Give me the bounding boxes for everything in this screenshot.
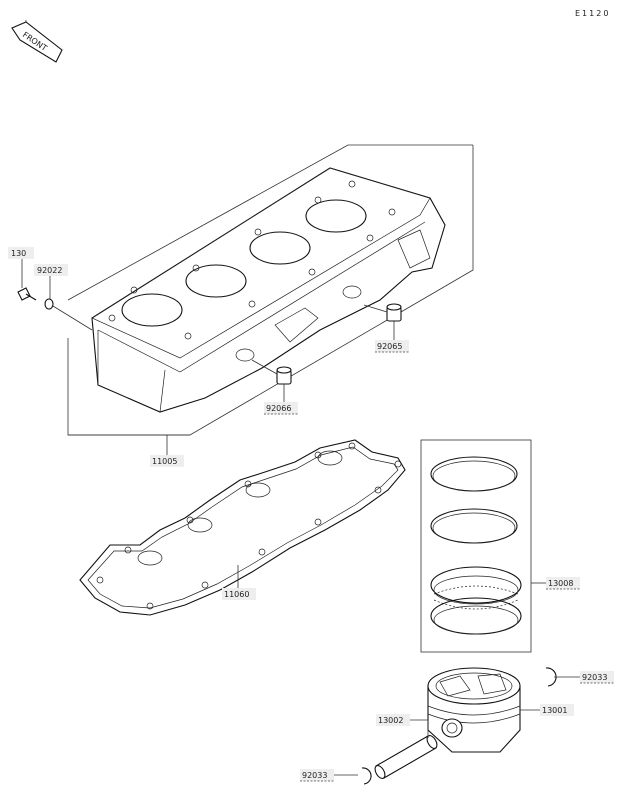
callout-plug-left: 92066 <box>266 404 291 413</box>
piston-ring-top <box>430 456 518 492</box>
callout-washer: 92022 <box>37 266 62 275</box>
snap-ring-left <box>361 767 372 785</box>
cylinder-bore-2 <box>185 264 247 298</box>
bolt <box>17 287 37 301</box>
callout-gasket: 11060 <box>224 590 249 599</box>
piston-ring-second <box>430 508 518 544</box>
front-arrow-icon: FRONT <box>11 20 63 63</box>
cylinder-bore-4 <box>305 199 367 233</box>
ring-set-frame <box>420 439 532 653</box>
callout-cylinder: 11005 <box>152 457 177 466</box>
callout-pin: 13002 <box>378 716 403 725</box>
callout-snap-ring-right: 92033 <box>582 673 607 682</box>
washer <box>44 298 54 310</box>
piston <box>427 667 521 753</box>
snap-ring-right <box>545 667 557 687</box>
cylinder-bore-1 <box>121 293 183 327</box>
cylinder-bore-3 <box>249 231 311 265</box>
callout-plug-right: 92065 <box>377 342 402 351</box>
cylinder-block <box>67 144 474 436</box>
plug-left <box>276 366 292 385</box>
piston-pin <box>374 735 438 779</box>
callout-piston: 13001 <box>542 706 567 715</box>
plug-right <box>386 303 402 322</box>
callout-snap-ring-left: 92033 <box>302 771 327 780</box>
cylinder-gasket <box>79 439 406 616</box>
diagram-code: E1120 <box>575 9 610 18</box>
callout-ring-set: 13008 <box>548 579 573 588</box>
callout-bolt: 130 <box>11 249 26 258</box>
piston-ring-oil <box>430 566 522 635</box>
